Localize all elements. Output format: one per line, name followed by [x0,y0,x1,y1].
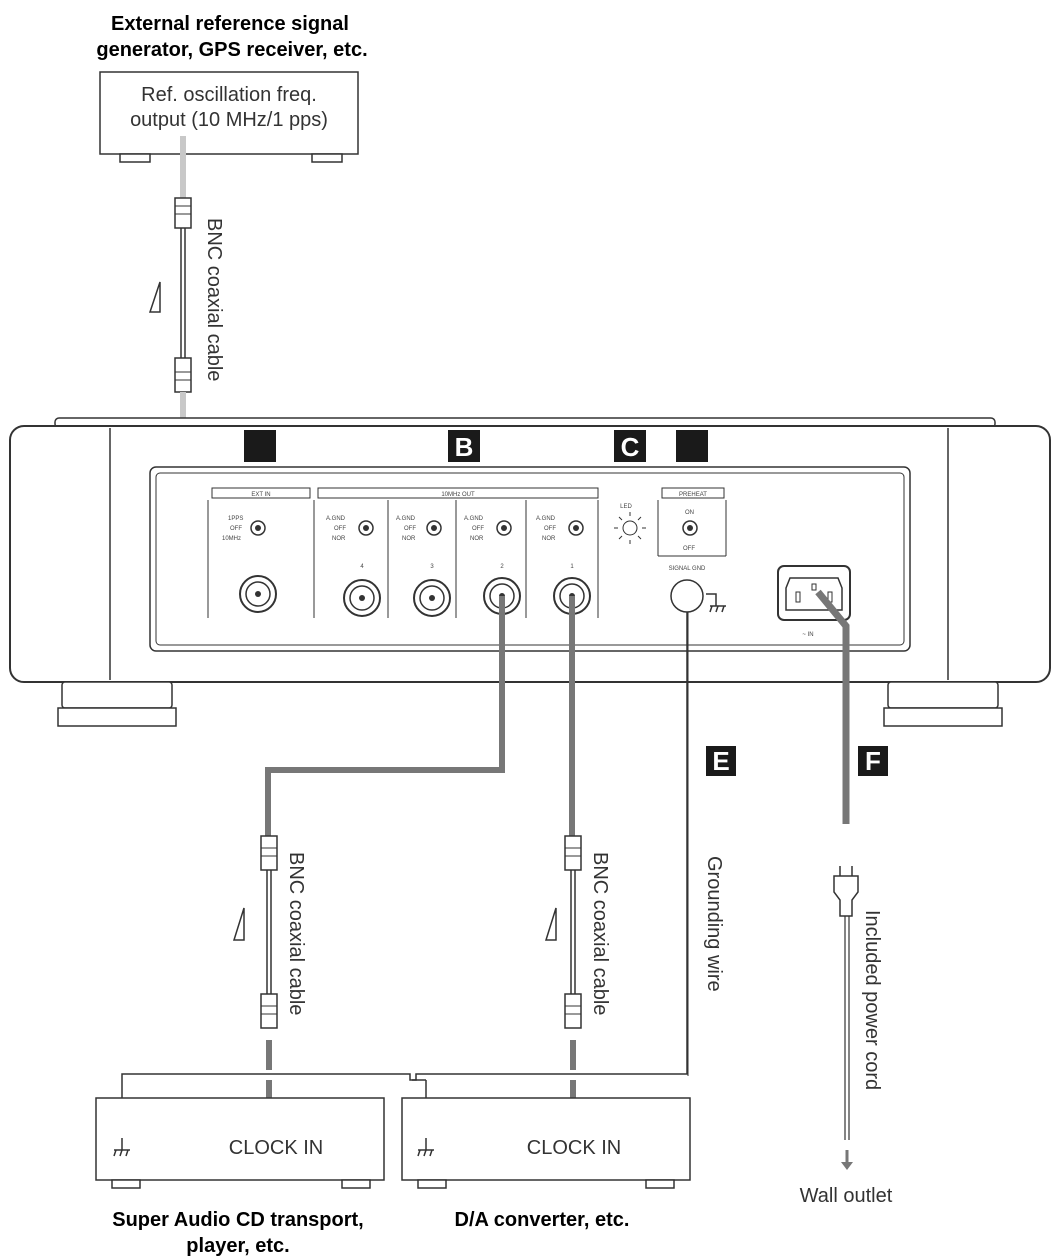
out-1-agnd-label: A.GND [536,516,556,522]
out-4-agnd-label: A.GND [326,516,346,522]
badge-b-label: B [455,432,474,462]
switch-1pps-label: 1PPS [228,516,243,522]
unit-foot-right [887,681,999,709]
out-2-off-label: OFF [472,526,484,532]
right-bnc-cable-label: BNC coaxial cable [589,852,611,1015]
out-2-switch[interactable]: A.GND OFF NOR [464,516,512,542]
bnc-connector-icon [174,197,192,229]
reference-output-label-1: Ref. oscillation freq. [141,84,317,106]
switch-off-label: OFF [230,526,242,532]
signal-gnd-terminal[interactable] [670,579,704,613]
grounding-wire-label: Grounding wire [703,856,725,992]
out-3-number: 3 [430,564,434,570]
power-cord-label: Included power cord [861,910,883,1090]
top-bnc-cable-label: BNC coaxial cable [203,218,225,381]
ground-symbol-icon [706,593,726,613]
ground-symbol-icon [113,1138,130,1157]
grounding-wire: Grounding wire [121,612,725,1148]
out-3-nor-label: NOR [402,536,416,542]
arrow-down-icon [841,1162,853,1170]
out-4-number: 4 [360,564,364,570]
left-bnc-cable: BNC coaxial cable [232,596,505,1130]
reference-device-foot-left [119,153,151,163]
reference-device-title-1: External reference signal [111,13,349,35]
left-clock-in-label: CLOCK IN [229,1137,323,1159]
direction-arrow-icon [544,907,557,941]
signal-gnd-label: SIGNAL GND [669,566,706,572]
out-4-switch[interactable]: A.GND OFF NOR [326,516,374,542]
direction-arrow-icon [232,907,245,941]
bnc-connector-icon [260,993,278,1029]
right-clock-in-label: CLOCK IN [527,1137,621,1159]
badge-c [614,430,646,462]
ground-symbol-icon [417,1138,434,1157]
ac-in-label: ~ IN [802,632,813,638]
right-device-caption: D/A converter, etc. [455,1209,630,1231]
power-cord: Included power cord Wall outlet [800,589,893,1207]
out-1-nor-label: NOR [542,536,556,542]
out-header: 10MHz OUT [441,492,475,498]
clock-generator-unit: B C EXT IN 10MHz OUT PREHEAT 1PPS OFF 10… [9,417,1051,727]
bnc-connector-icon [564,993,582,1029]
out-3-off-label: OFF [404,526,416,532]
badge-e-label: E [712,746,729,776]
left-bnc-cable-label: BNC coaxial cable [285,852,307,1015]
reference-output-label-2: output (10 MHz/1 pps) [130,109,328,131]
direction-arrow-icon [148,281,161,313]
bnc-connector-icon [564,835,582,871]
badge-d [676,430,708,462]
out-3-bnc-jack[interactable] [413,579,451,617]
reference-device: External reference signal generator, GPS… [96,13,368,163]
badge-f-label: F [865,746,881,776]
unit-foot-left [61,681,173,709]
rear-panel [149,466,911,652]
badge-b [448,430,480,462]
left-device-caption-2: player, etc. [186,1235,289,1257]
out-1-off-label: OFF [544,526,556,532]
ext-in-bnc-jack[interactable] [239,575,277,613]
bnc-connector-icon [174,357,192,393]
preheat-header: PREHEAT [679,492,707,498]
ext-in-header: EXT IN [251,492,270,498]
power-plug-icon [833,875,859,917]
led-indicator-icon [614,512,646,544]
out-3-agnd-label: A.GND [396,516,416,522]
badge-a [244,430,276,462]
out-3-switch[interactable]: A.GND OFF NOR [396,516,442,542]
ac-inlet[interactable] [777,565,851,621]
da-converter-device: CLOCK IN [401,1097,691,1189]
out-1-switch[interactable]: A.GND OFF NOR [536,516,584,542]
out-2-number: 2 [500,564,504,570]
badge-e [706,746,736,776]
left-device-caption-1: Super Audio CD transport, [112,1209,363,1231]
audio-transport-device: CLOCK IN [95,1097,385,1189]
reference-device-title-2: generator, GPS receiver, etc. [96,39,367,61]
switch-10mhz-label: 10MHz [222,536,241,542]
out-1-number: 1 [570,564,574,570]
preheat-off-label: OFF [683,546,695,552]
wall-outlet-label: Wall outlet [800,1185,893,1207]
out-2-agnd-label: A.GND [464,516,484,522]
out-4-bnc-jack[interactable] [343,579,381,617]
reference-device-foot-right [311,153,343,163]
badge-f [858,746,888,776]
bnc-connector-icon [260,835,278,871]
reference-device-box [99,71,359,155]
preheat-on-label: ON [685,510,694,516]
out-4-nor-label: NOR [332,536,346,542]
badge-c-label: C [621,432,640,462]
right-bnc-cable: BNC coaxial cable [544,596,611,1130]
led-label: LED [620,504,632,510]
out-2-nor-label: NOR [470,536,484,542]
out-4-off-label: OFF [334,526,346,532]
